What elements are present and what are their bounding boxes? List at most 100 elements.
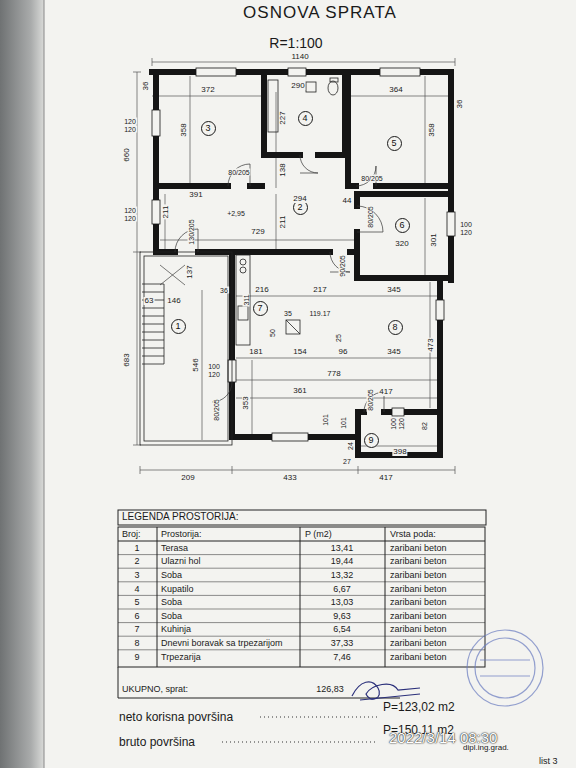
- dimension: 50: [269, 328, 276, 338]
- table-text: neto korisna površina: [118, 711, 234, 723]
- table-text: dipl.ing.grad.: [462, 744, 510, 752]
- dimension: 345: [386, 286, 401, 294]
- table-text: Soba: [160, 611, 183, 620]
- page-edge: [44, 0, 45, 768]
- dimension: 137: [186, 264, 194, 279]
- table-text: 9: [133, 652, 140, 661]
- dimension: 36: [142, 81, 150, 92]
- dimension: 90/205: [339, 254, 346, 277]
- table-text: UKUPNO, sprat:: [121, 685, 189, 694]
- room-number-circle: 6: [395, 218, 410, 233]
- dimension: 358: [180, 122, 188, 137]
- dimension: 100: [207, 363, 221, 370]
- table-text: 7: [133, 625, 140, 634]
- dimension: 227: [279, 110, 287, 125]
- table-text: zaribani beton: [389, 557, 448, 566]
- dimension: 120: [398, 417, 405, 431]
- dimension: 24: [347, 441, 354, 451]
- room-number: 5: [391, 139, 396, 148]
- room-number-circle: 3: [201, 121, 216, 136]
- room-number: 9: [368, 436, 373, 445]
- table-text: Vrsta poda:: [389, 530, 437, 539]
- dimension: 82: [421, 421, 428, 431]
- dimension: 320: [394, 240, 409, 248]
- table-text: LEGENDA PROSTORIJA:: [121, 512, 240, 522]
- room-number: 1: [175, 322, 180, 331]
- dimension: 96: [338, 348, 349, 356]
- legend-table: [118, 510, 486, 698]
- table-text: list 3: [538, 757, 559, 766]
- table-text: 19,44: [330, 557, 355, 566]
- dimension: 120: [123, 207, 137, 214]
- table-text: 3: [133, 571, 140, 580]
- dimension: 372: [200, 86, 215, 94]
- table-text: 7,46: [332, 652, 352, 661]
- table-text: zaribani beton: [389, 652, 448, 661]
- table-text: 5: [133, 598, 140, 607]
- stamp: [467, 630, 543, 706]
- dimension: 36: [456, 99, 464, 110]
- dimension: 290: [290, 82, 305, 90]
- dimension: 181: [248, 348, 263, 356]
- room-number-circle: 8: [388, 320, 403, 335]
- dimension: 209: [180, 474, 195, 482]
- dimension: 1140: [290, 53, 309, 61]
- dimension: 211: [162, 205, 170, 220]
- dimension: 35: [283, 310, 293, 317]
- dimension: 80/205: [367, 388, 374, 411]
- table-text: 6,67: [332, 584, 352, 593]
- table-text: Trpezarija: [160, 652, 202, 661]
- drawing-title: OSNOVA SPRATA: [0, 3, 576, 23]
- dimension: 44: [342, 197, 353, 205]
- dimension: 398: [392, 448, 407, 456]
- dimension-lines: [133, 58, 455, 474]
- dimension: 80/205: [213, 398, 220, 421]
- table-text: zaribani beton: [389, 611, 448, 620]
- dimension: 120: [123, 118, 137, 125]
- table-text: P=123,02 m2: [382, 701, 456, 713]
- table-text: Soba: [160, 598, 183, 607]
- dimension: 130/205: [188, 218, 195, 245]
- door-swings: [175, 155, 384, 412]
- table-text: Kuhinja: [160, 625, 192, 634]
- dimension: 120: [459, 229, 473, 236]
- dimension: 301: [430, 232, 438, 247]
- room-number-circle: 5: [387, 136, 402, 151]
- table-text: bruto površina: [118, 736, 196, 748]
- windows: [152, 68, 455, 441]
- table-text: Dnevni boravak sa trpezarijom: [160, 639, 284, 648]
- table-text: P (m2): [304, 530, 333, 539]
- table-text: Kupatilo: [160, 584, 195, 593]
- room-number-circle: 7: [253, 301, 268, 316]
- photo-timestamp: 2022/3/14 08:30: [388, 730, 498, 745]
- dimension: 120: [123, 126, 137, 133]
- fixtures: [236, 78, 338, 345]
- dimension: 217: [312, 286, 327, 294]
- table-text: 1: [133, 543, 140, 552]
- dimension: 417: [378, 388, 393, 396]
- table-text: 13,41: [330, 543, 355, 552]
- scale-note: R=1:100: [268, 36, 323, 50]
- table-text: 13,03: [330, 598, 355, 607]
- room-number: 2: [297, 203, 302, 212]
- room-number: 8: [392, 323, 397, 332]
- table-text: Ulazni hol: [160, 557, 202, 566]
- dimension: 361: [292, 387, 307, 395]
- dimension: 36: [219, 287, 229, 294]
- room-number-circle: 1: [171, 319, 186, 334]
- dimension: 27: [342, 458, 352, 465]
- dimension: 391: [188, 191, 203, 199]
- dimension: 345: [386, 348, 401, 356]
- dimension: 358: [428, 122, 436, 137]
- dimension: 216: [254, 286, 269, 294]
- table-text: zaribani beton: [389, 625, 448, 634]
- signature: [352, 682, 420, 700]
- dimension: 101: [322, 413, 329, 427]
- walls: [152, 72, 451, 455]
- dimension: 119.17: [309, 310, 332, 317]
- dimension: 138: [279, 162, 287, 177]
- dimension: 683: [123, 352, 131, 367]
- dimension: 154: [292, 348, 307, 356]
- dotted-leaders: [222, 717, 378, 742]
